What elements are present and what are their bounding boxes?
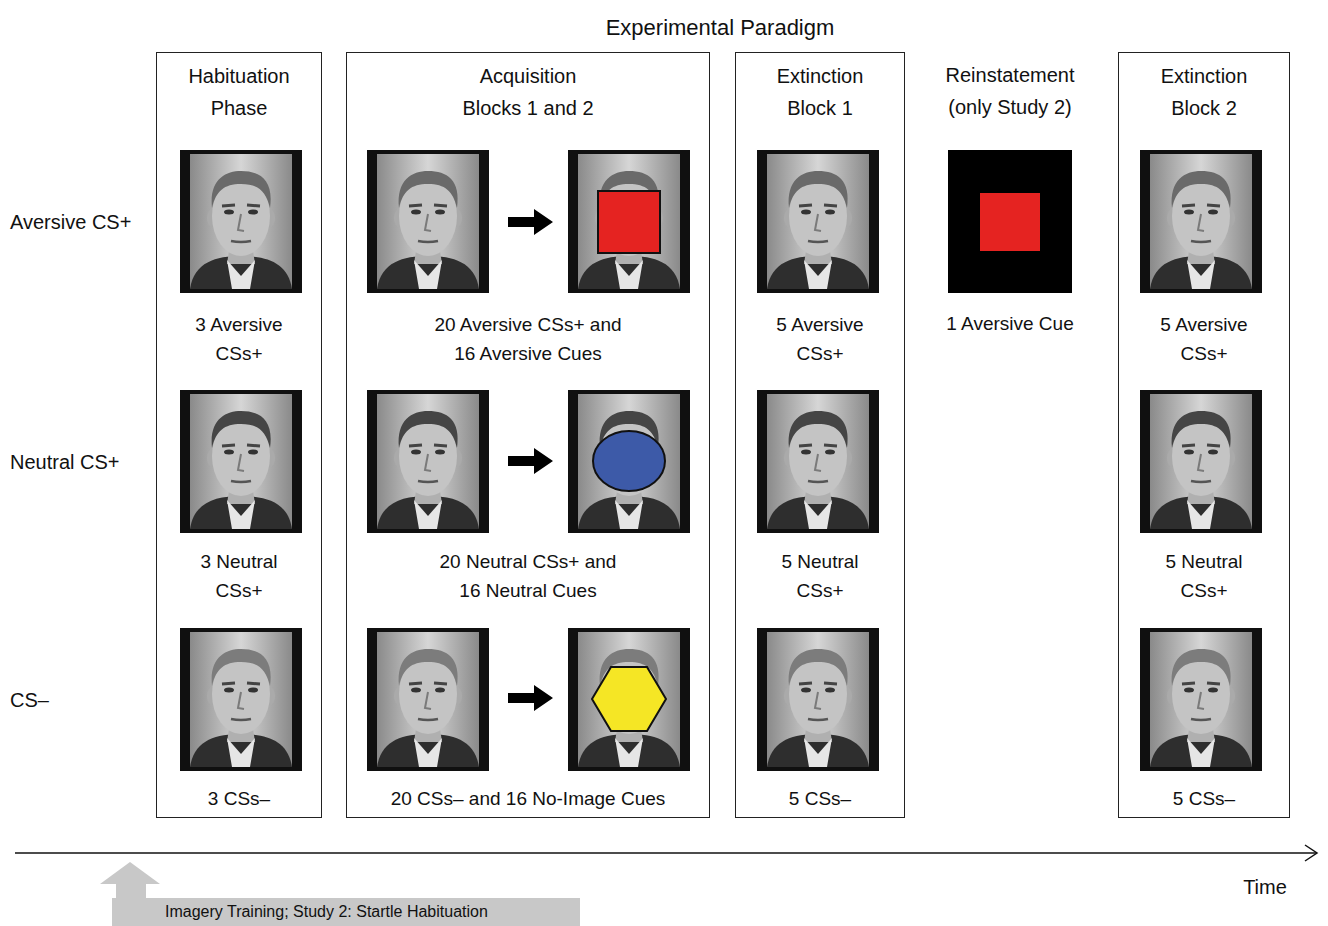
axis-label: Time [1243,874,1287,900]
aversive-cue-square [980,193,1040,251]
face-photo [367,390,489,533]
phase-box: Habituation Phase 3 Aversive CSs+ 3 Neutra… [156,52,322,818]
phase-heading: Extinction Block 1 [753,60,888,124]
phase-box: Acquisition Blocks 1 and 2 20 Aversive CS… [346,52,710,818]
trial-count: 20 CSs– and 16 No-Image Cues [358,784,698,813]
phase-box: Extinction Block 1 5 Aversive CSs+ 5 Neutr… [735,52,905,818]
phase-heading: Reinstatement (only Study 2) [925,59,1095,123]
trial-count: 5 Aversive CSs+ [1144,310,1264,368]
phase-heading: Acquisition Blocks 1 and 2 [453,60,603,124]
row-label: CS– [10,687,49,713]
trial-count: 5 CSs– [1139,784,1269,813]
no-image-cue-hexagon [592,667,666,731]
diagram-title: Experimental Paradigm [606,14,835,42]
neutral-cue-ellipse [593,431,665,491]
time-axis [15,852,1316,854]
face-photo [367,628,489,771]
phase-heading: Habituation Phase [169,60,309,124]
sequence-arrow [508,448,553,474]
face-photo [757,390,879,533]
face-photo [180,390,302,533]
training-banner: Imagery Training; Study 2: Startle Habit… [112,898,580,926]
row-label: Aversive CS+ [10,209,131,235]
trial-count: 5 Neutral CSs+ [760,547,880,605]
face-photo [367,150,489,293]
sequence-arrow [508,685,553,711]
trial-count: 5 CSs– [755,784,885,813]
trial-count: 5 Neutral CSs+ [1144,547,1264,605]
face-photo [568,150,690,293]
trial-count: 3 Neutral CSs+ [179,547,299,605]
banner-text: Imagery Training; Study 2: Startle Habit… [165,898,488,926]
face-photo [1140,150,1262,293]
face-photo [757,150,879,293]
aversive-cue-square [598,191,660,253]
face-photo [568,628,690,771]
trial-count: 1 Aversive Cue [920,309,1100,338]
phase-box: Extinction Block 2 5 Aversive CSs+ 5 Neutr… [1118,52,1290,818]
trial-count: 20 Aversive CSs+ and 16 Aversive Cues [428,310,628,368]
trial-count: 3 Aversive CSs+ [179,310,299,368]
trial-count: 20 Neutral CSs+ and 16 Neutral Cues [428,547,628,605]
time-arrowhead [1305,845,1317,861]
sequence-arrow [508,209,553,235]
face-photo [180,628,302,771]
face-photo [1140,628,1262,771]
face-photo [180,150,302,293]
face-photo [568,390,690,533]
trial-count: 3 CSs– [174,784,304,813]
row-label: Neutral CS+ [10,449,120,475]
face-photo [757,628,879,771]
phase-heading: Extinction Block 2 [1137,60,1272,124]
banner-arrowhead [100,862,160,899]
reinstatement-screen [948,150,1072,293]
face-photo [1140,390,1262,533]
trial-count: 5 Aversive CSs+ [760,310,880,368]
